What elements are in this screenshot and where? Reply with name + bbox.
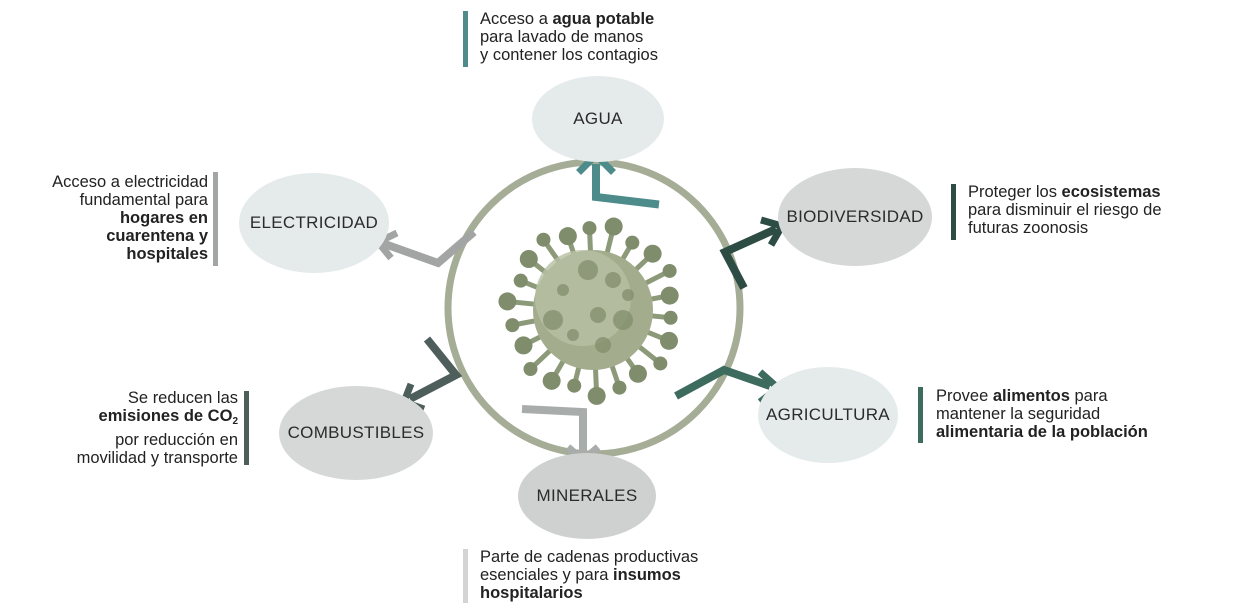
bar-electricidad bbox=[213, 172, 218, 266]
node-combustibles-label: COMBUSTIBLES bbox=[287, 423, 425, 442]
node-minerales-label: MINERALES bbox=[536, 486, 638, 505]
node-agua: AGUA bbox=[532, 76, 664, 162]
bar-minerales bbox=[463, 549, 468, 603]
desc-electricidad: Acceso a electricidad fundamental para h… bbox=[52, 173, 208, 263]
node-electricidad-label: ELECTRICIDAD bbox=[249, 213, 379, 232]
node-biodiversidad-label: BIODIVERSIDAD bbox=[786, 207, 924, 226]
desc-combustibles: Se reducen las emisiones de CO2 por redu… bbox=[76, 389, 238, 467]
bar-combustibles bbox=[244, 391, 249, 465]
desc-minerales: Parte de cadenas productivas esenciales … bbox=[480, 548, 699, 602]
bar-biodiversidad bbox=[951, 184, 956, 240]
node-agricultura: AGRICULTURA bbox=[758, 367, 898, 463]
node-agricultura-label: AGRICULTURA bbox=[766, 405, 890, 424]
node-agua-label: AGUA bbox=[573, 109, 623, 128]
bar-agricultura bbox=[918, 387, 923, 443]
node-minerales: MINERALES bbox=[518, 453, 656, 539]
node-combustibles: COMBUSTIBLES bbox=[279, 386, 433, 480]
coronavirus-icon bbox=[498, 217, 679, 405]
desc-biodiversidad: Proteger los ecosistemas para disminuir … bbox=[968, 183, 1162, 237]
desc-agricultura: Provee alimentos para mantener la seguri… bbox=[936, 387, 1148, 441]
desc-agua: Acceso a agua potable para lavado de man… bbox=[480, 10, 658, 64]
bar-agua bbox=[463, 11, 468, 67]
node-biodiversidad: BIODIVERSIDAD bbox=[778, 168, 932, 266]
node-electricidad: ELECTRICIDAD bbox=[239, 173, 389, 273]
arrow-combustibles bbox=[399, 336, 463, 413]
